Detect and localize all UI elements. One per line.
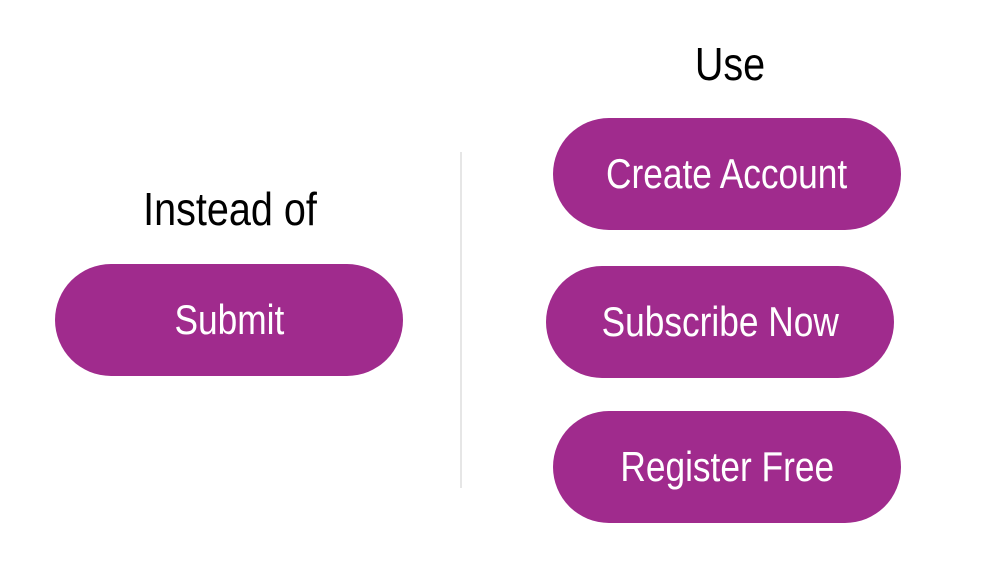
submit-button[interactable]: Submit <box>55 264 403 376</box>
submit-button-label: Submit <box>174 296 284 343</box>
register-free-button-label: Register Free <box>620 443 834 490</box>
instead-of-heading: Instead of <box>143 183 317 235</box>
create-account-button-label: Create Account <box>606 150 848 197</box>
subscribe-now-button-label: Subscribe Now <box>601 298 839 345</box>
use-heading: Use <box>694 38 766 90</box>
create-account-button[interactable]: Create Account <box>553 118 901 230</box>
register-free-button[interactable]: Register Free <box>553 411 901 523</box>
subscribe-now-button[interactable]: Subscribe Now <box>546 266 894 378</box>
vertical-divider <box>460 152 462 488</box>
